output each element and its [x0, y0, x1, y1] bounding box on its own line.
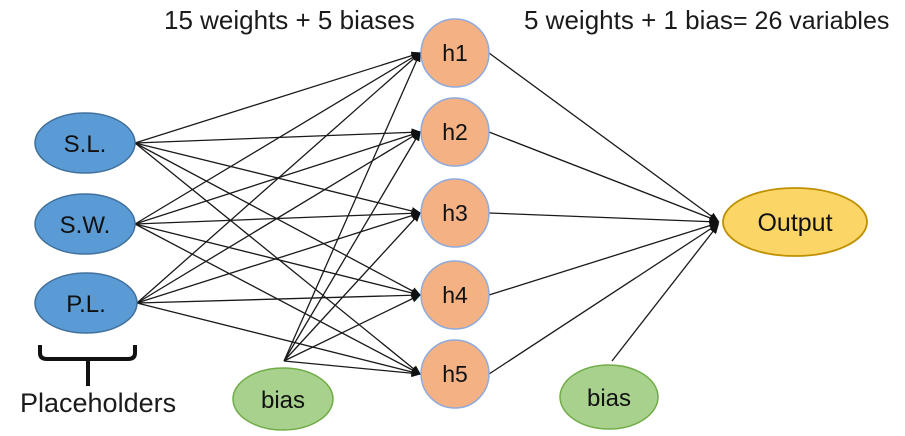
edge-sw-h4 [134, 223, 422, 297]
bias-node-output-label: bias [587, 385, 631, 412]
hidden-node-h5-label: h5 [442, 361, 468, 387]
hidden-node-h2: h2 [420, 97, 490, 167]
annotation-total-variables: = 26 variables [733, 7, 890, 35]
edge-bias1-h5 [283, 360, 422, 378]
hidden-node-h3: h3 [420, 178, 490, 248]
annotation-hidden-layer-params: 15 weights + 5 biases [164, 5, 415, 35]
output-node-shape [722, 187, 868, 257]
edges-hidden-to-output [488, 52, 720, 375]
edge-bias1-h2 [283, 130, 421, 362]
edge-pl-h3 [136, 211, 422, 304]
edge-h5-output [488, 223, 720, 375]
input-node-pl-shape [34, 272, 138, 334]
hidden-node-h2-label: h2 [442, 119, 468, 145]
edge-pl-h4 [136, 291, 422, 304]
edge-sl-h2 [134, 128, 422, 144]
edge-bias1-h3 [283, 211, 422, 362]
input-node-sl-shape [34, 112, 136, 174]
edges-bias-to-hidden [283, 51, 422, 378]
bias-node-output-shape [559, 364, 659, 430]
edge-pl-h2 [136, 131, 422, 304]
hidden-node-h3-label: h3 [442, 200, 468, 226]
edge-h2-output [488, 131, 720, 222]
edge-pl-h1 [136, 52, 422, 304]
hidden-node-h1-label: h1 [442, 40, 468, 66]
edge-bias2-output [611, 223, 719, 362]
hidden-node-h2-shape [420, 97, 490, 167]
edge-bias1-h4 [283, 294, 422, 362]
inputs-brace [38, 345, 137, 386]
edge-pl-h5 [136, 302, 422, 376]
input-node-sw-label: S.W. [60, 212, 111, 239]
edges-input-to-hidden [134, 51, 422, 376]
hidden-node-h1-shape [420, 18, 490, 88]
hidden-node-h4-shape [420, 260, 490, 330]
bias-node-output: bias [559, 364, 659, 430]
annotation-output-layer-params: 5 weights + 1 bias [524, 5, 733, 35]
output-node-label: Output [757, 209, 832, 237]
input-node-sl-label: S.L. [64, 131, 107, 158]
edge-sw-h2 [134, 130, 422, 225]
input-node-pl-label: P.L. [66, 291, 106, 318]
edge-bias1-h1 [283, 51, 421, 362]
edge-h1-output [488, 52, 720, 222]
edge-sl-h1 [134, 51, 422, 144]
hidden-node-h1: h1 [420, 18, 490, 88]
hidden-node-h3-shape [420, 178, 490, 248]
hidden-node-h5: h5 [420, 339, 490, 409]
bias-node-hidden-label: bias [261, 387, 305, 414]
edge-sw-h1 [134, 52, 422, 225]
edge-h3-output [488, 212, 720, 226]
hidden-node-h4-label: h4 [442, 282, 468, 308]
input-node-sl: S.L. [34, 112, 136, 174]
bias-node-hidden: bias [232, 367, 334, 431]
input-node-sw: S.W. [34, 193, 136, 255]
hidden-node-h4: h4 [420, 260, 490, 330]
hidden-node-h5-shape [420, 339, 490, 409]
input-node-pl: P.L. [34, 272, 138, 334]
edge-h4-output [488, 221, 720, 296]
inputs-caption: Placeholders [20, 388, 177, 418]
output-node: Output [722, 187, 868, 257]
input-node-sw-shape [34, 193, 136, 255]
bias-node-hidden-shape [232, 367, 334, 431]
